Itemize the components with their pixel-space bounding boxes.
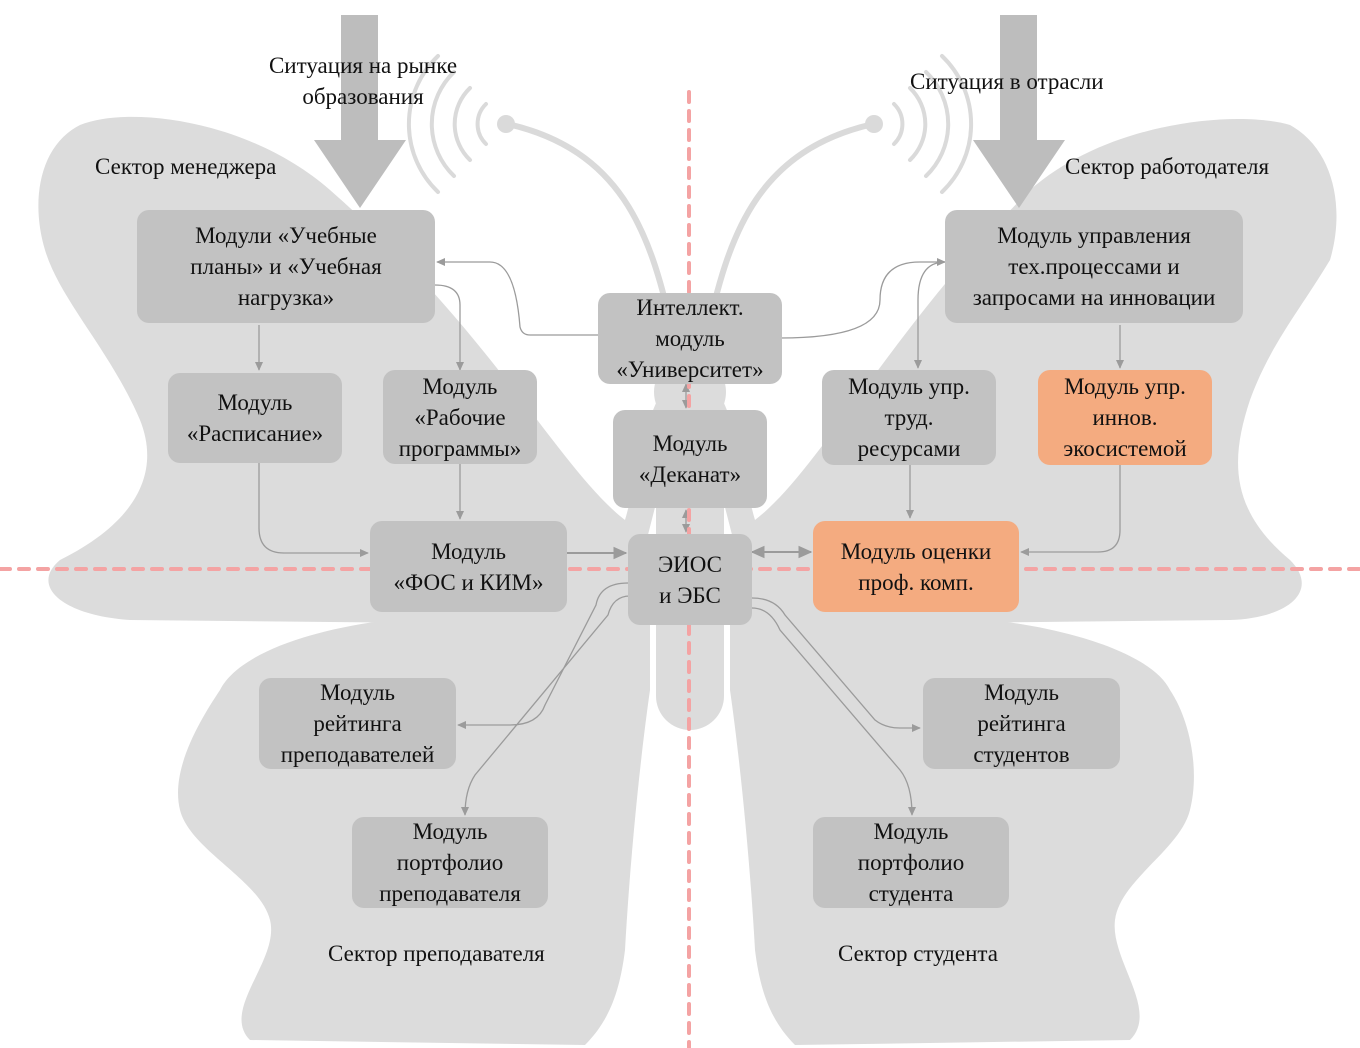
intellect-university-module-label: Интеллект. модуль «Университет» [616, 295, 764, 382]
antenna-left [505, 121, 675, 333]
prof-assessment-module-label: Модуль оценки проф. комп. [840, 538, 992, 595]
signal-waves [406, 54, 974, 194]
schedule-module[interactable]: Модуль «Расписание» [168, 373, 342, 463]
connectors [254, 257, 1125, 816]
teacher-portfolio-module-label: Модуль портфолио преподавателя [379, 819, 521, 906]
student-rating-module[interactable]: Модуль рейтинга студентов [923, 678, 1120, 769]
antenna-left-tip [497, 115, 515, 133]
student-portfolio-module[interactable]: Модуль портфолио студента [813, 817, 1009, 908]
market-situation-label: Ситуация на рынке образования [268, 53, 458, 109]
labor-resources-module-label: Модуль упр. труд. ресурсами [848, 374, 970, 461]
innovation-ecosystem-module[interactable]: Модуль упр. иннов. экосистемой [1038, 370, 1212, 465]
student-sector-label: Сектор студента [838, 941, 998, 966]
intellect-university-module[interactable]: Интеллект. модуль «Университет» [598, 293, 782, 384]
teacher-portfolio-module[interactable]: Модуль портфолио преподавателя [352, 817, 548, 908]
dean-module[interactable]: Модуль «Деканат» [613, 410, 767, 508]
dean-module-label: Модуль «Деканат» [638, 431, 742, 487]
curriculum-module-label: Модули «Учебные планы» и «Учебная нагруз… [190, 223, 382, 310]
eios-ebs-module-label: ЭИОС и ЭБС [657, 551, 723, 608]
labor-resources-module[interactable]: Модуль упр. труд. ресурсами [822, 370, 996, 465]
manager-sector-label: Сектор менеджера [95, 154, 277, 179]
teacher-rating-module[interactable]: Модуль рейтинга преподавателей [259, 678, 456, 769]
antenna-right [705, 121, 876, 333]
schedule-module-label: Модуль «Расписание» [186, 390, 324, 446]
teacher-sector-label: Сектор преподавателя [328, 941, 545, 966]
teacher-rating-module-label: Модуль рейтинга преподавателей [280, 680, 435, 767]
antenna-right-tip [865, 115, 883, 133]
prof-assessment-module[interactable]: Модуль оценки проф. комп. [813, 521, 1019, 612]
industry-situation-label: Ситуация в отрасли [910, 69, 1104, 94]
fos-kim-module[interactable]: Модуль «ФОС и КИМ» [370, 521, 567, 612]
tech-processes-module[interactable]: Модуль управления тех.процессами и запро… [945, 210, 1243, 323]
work-programs-module[interactable]: Модуль «Рабочие программы» [383, 370, 537, 464]
innovation-ecosystem-module-label: Модуль упр. иннов. экосистемой [1063, 374, 1187, 461]
input-arrows [314, 15, 1065, 208]
antennae [505, 121, 876, 333]
tech-processes-module-label: Модуль управления тех.процессами и запро… [972, 223, 1216, 310]
eios-ebs-module[interactable]: ЭИОС и ЭБС [628, 534, 752, 625]
curriculum-module[interactable]: Модули «Учебные планы» и «Учебная нагруз… [137, 210, 435, 323]
employer-sector-label: Сектор работодателя [1065, 154, 1270, 179]
industry-input-arrow [973, 15, 1065, 208]
fos-kim-module-label: Модуль «ФОС и КИМ» [393, 538, 544, 595]
student-portfolio-module-label: Модуль портфолио студента [857, 819, 965, 906]
student-rating-module-label: Модуль рейтинга студентов [973, 680, 1070, 767]
market-input-arrow [314, 15, 406, 208]
work-programs-module-label: Модуль «Рабочие программы» [398, 373, 522, 461]
